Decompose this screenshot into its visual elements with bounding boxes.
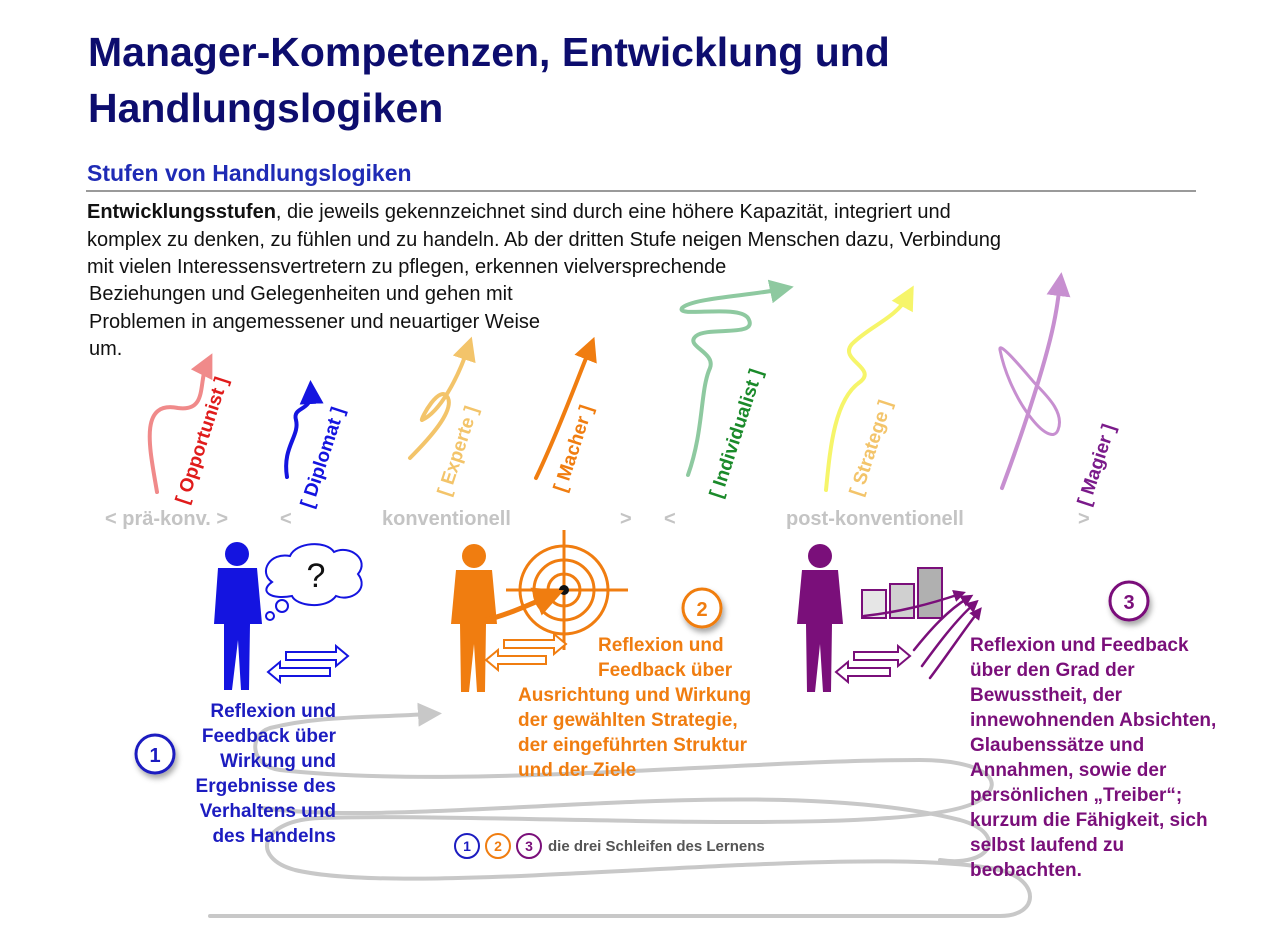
person-figure-purple [797, 544, 843, 692]
target-arrow [483, 587, 564, 623]
intro-line-2: komplex zu denken, zu fühlen und zu hand… [87, 228, 1001, 251]
era-label-pre-conventional: < prä-konv. > [105, 508, 229, 530]
legend-badge-3: 3 [516, 833, 542, 859]
loop-2-description: Reflexion und Feedback über Ausrichtung … [518, 635, 752, 781]
arrow-experte [408, 336, 476, 460]
intro-line-6: um. [89, 338, 123, 360]
loop-badge-1: 1 [134, 733, 176, 775]
exchange-arrows-orange [484, 631, 568, 673]
loop-badge-2: 2 [681, 587, 723, 629]
page-title: Manager-Kompetenzen, Entwicklung und Han… [88, 29, 890, 131]
era-bracket-post-close: > [1078, 508, 1090, 530]
loop-3-description: Reflexion und Feedback über den Grad der… [970, 635, 1217, 881]
exchange-arrows-purple [834, 643, 912, 685]
svg-text:3: 3 [525, 838, 533, 854]
intro-bold-term: Entwicklungsstufen [87, 201, 276, 223]
intro-line-1: Entwicklungsstufen, die jeweils gekennze… [87, 201, 951, 223]
arrow-magier [998, 272, 1071, 490]
intro-line-4: Beziehungen und Gelegenheiten und gehen … [89, 283, 513, 305]
era-label-conventional: konventionell [382, 508, 511, 530]
arrow-individualist [679, 279, 794, 477]
arrow-diplomat [284, 380, 324, 479]
era-bracket-conv-close: > [620, 508, 632, 530]
svg-text:1: 1 [149, 745, 160, 767]
section-subtitle: Stufen von Handlungslogiken [87, 160, 412, 186]
arrow-macher [534, 336, 597, 480]
exchange-arrows-blue [266, 643, 350, 685]
intro-paragraph-bottom: Beziehungen und Gelegenheiten und gehen … [89, 281, 649, 364]
intro-line-5: Problemen in angemessener und neuartiger… [89, 310, 541, 333]
person-figure-blue [214, 542, 262, 690]
legend-badge-2: 2 [485, 833, 511, 859]
growth-arrows [862, 590, 982, 680]
thought-question-mark: ? [307, 557, 326, 595]
svg-text:3: 3 [1123, 592, 1134, 614]
learning-loops [208, 702, 1032, 918]
svg-text:1: 1 [463, 838, 471, 854]
target-bullseye [559, 585, 569, 595]
loop-1-description: Reflexion und Feedback über Wirkung und … [195, 701, 336, 847]
arrow-opportunist [147, 353, 213, 494]
svg-text:2: 2 [494, 838, 502, 854]
person-figure-orange [451, 544, 497, 692]
intro-line-3: mit vielen Interessensvertretern zu pfle… [87, 256, 727, 278]
section-divider [86, 190, 1196, 192]
legend-badge-1: 1 [454, 833, 480, 859]
era-bracket-conv-open: < [280, 508, 292, 530]
thought-bubble [265, 543, 363, 621]
intro-paragraph-top: Entwicklungsstufen, die jeweils gekennze… [87, 199, 1187, 282]
era-bracket-post-open: < [664, 508, 676, 530]
era-label-post-conventional: post-konventionell [786, 508, 964, 530]
loop-badge-3: 3 [1108, 580, 1150, 622]
arrow-stratege [824, 285, 914, 492]
growth-bars-icon [861, 567, 943, 619]
legend-text: die drei Schleifen des Lernens [548, 838, 765, 855]
svg-text:2: 2 [696, 599, 707, 621]
